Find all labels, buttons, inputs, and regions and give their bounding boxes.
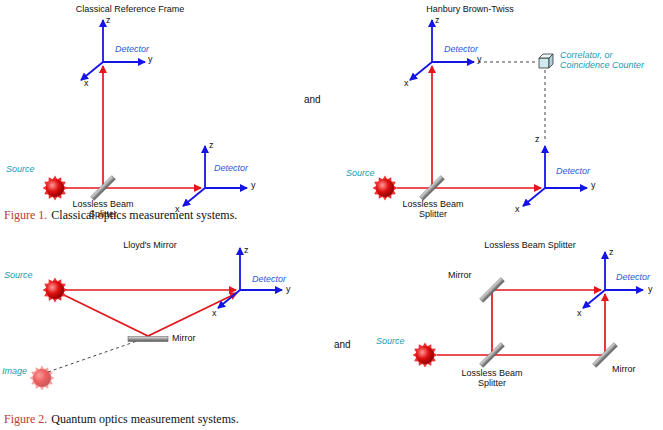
z-axis (604, 252, 606, 290)
source-glow (373, 176, 398, 201)
z-axis (431, 20, 433, 62)
source-ball (33, 369, 51, 387)
figure-caption: Classical optics measurement systems. (51, 208, 237, 222)
x-axis (183, 188, 205, 206)
x-axis (410, 62, 432, 80)
axis-label: y (477, 54, 482, 64)
axis-label: x (212, 308, 217, 318)
detector-label: Detector (444, 44, 478, 54)
y-axis (205, 187, 247, 189)
optical-plate (420, 176, 445, 201)
light-beam (66, 187, 201, 189)
source-glow (413, 343, 438, 368)
source-label: Source (346, 168, 375, 178)
source-ball (416, 346, 434, 364)
figure-title: Classical Reference Frame (30, 4, 230, 14)
y-axis (432, 61, 474, 63)
detector-label: Detector (556, 166, 590, 176)
light-beam (437, 294, 605, 355)
z-axis (239, 248, 241, 290)
source-label: Source (376, 336, 405, 346)
axis-label: z (609, 247, 614, 257)
x-axis (81, 62, 103, 80)
detector-label: Detector (252, 274, 286, 284)
axis-label: x (577, 308, 582, 318)
axis-label: y (286, 284, 291, 294)
optical-plate (480, 278, 505, 303)
dashed-line (48, 340, 140, 372)
axis-label: z (535, 134, 540, 144)
beam-splitter-label: Lossless Beam Splitter (447, 368, 537, 388)
optical-plate (593, 343, 618, 368)
conjunction-text: and (304, 95, 321, 105)
light-beam (66, 289, 236, 291)
beam-splitter-label: Lossless Beam Splitter (388, 199, 478, 219)
detector-label: Detector (214, 163, 248, 173)
correlator-box (549, 54, 553, 68)
light-beam (102, 66, 104, 188)
figure-title: Lloyd's Mirror (50, 240, 250, 250)
axis-label: z (209, 140, 214, 150)
axis-label: z (106, 15, 111, 25)
detector-label: Detector (616, 272, 650, 282)
source-label: Image (2, 366, 27, 376)
dashed-line (478, 62, 538, 63)
source-ball (46, 281, 64, 299)
figure-title: Hanbury Brown-Twiss (380, 4, 560, 14)
axis-label: x (404, 78, 409, 88)
correlator-label: Correlator, or Coincidence Counter (560, 50, 660, 70)
optical-plate (91, 176, 116, 201)
mirror-label: Mirror (448, 270, 472, 280)
optical-plate (128, 337, 168, 342)
z-axis (102, 20, 104, 62)
source-ball (46, 179, 64, 197)
axis-label: y (148, 54, 153, 64)
correlator-box (539, 58, 549, 68)
light-beam (397, 187, 541, 189)
y-axis (545, 187, 587, 189)
source-label: Source (6, 164, 35, 174)
figure-number: Figure 2. (4, 412, 47, 426)
source-label: Source (4, 270, 33, 280)
z-axis (544, 146, 546, 188)
x-axis (523, 188, 545, 206)
axis-label: x (84, 78, 89, 88)
x-axis (583, 290, 605, 308)
source-ball (376, 179, 394, 197)
source-glow (43, 278, 68, 303)
axis-label: y (251, 180, 256, 190)
axis-label: x (515, 204, 520, 214)
figure-number: Figure 1. (4, 208, 47, 222)
axis-label: y (591, 180, 596, 190)
conjunction-text: and (334, 340, 351, 350)
axis-label: y (648, 284, 653, 294)
mirror-label: Mirror (612, 364, 636, 374)
source-glow (43, 176, 68, 201)
detector-label: Detector (115, 44, 149, 54)
figure-title: Lossless Beam Splitter (430, 240, 630, 250)
axis-label: z (435, 15, 440, 25)
z-axis (204, 146, 206, 188)
figure-caption: Quantum optics measurement systems. (51, 412, 238, 426)
x-axis (218, 290, 240, 308)
axis-label: z (244, 245, 249, 255)
y-axis (240, 289, 282, 291)
mirror-label: Mirror (172, 333, 196, 343)
source-glow (30, 366, 55, 391)
light-beam (431, 66, 433, 188)
optical-plate (480, 343, 505, 368)
dashed-line (545, 70, 546, 142)
y-axis (605, 289, 643, 291)
y-axis (103, 61, 145, 63)
light-beam (64, 293, 237, 336)
light-beam (492, 290, 601, 355)
